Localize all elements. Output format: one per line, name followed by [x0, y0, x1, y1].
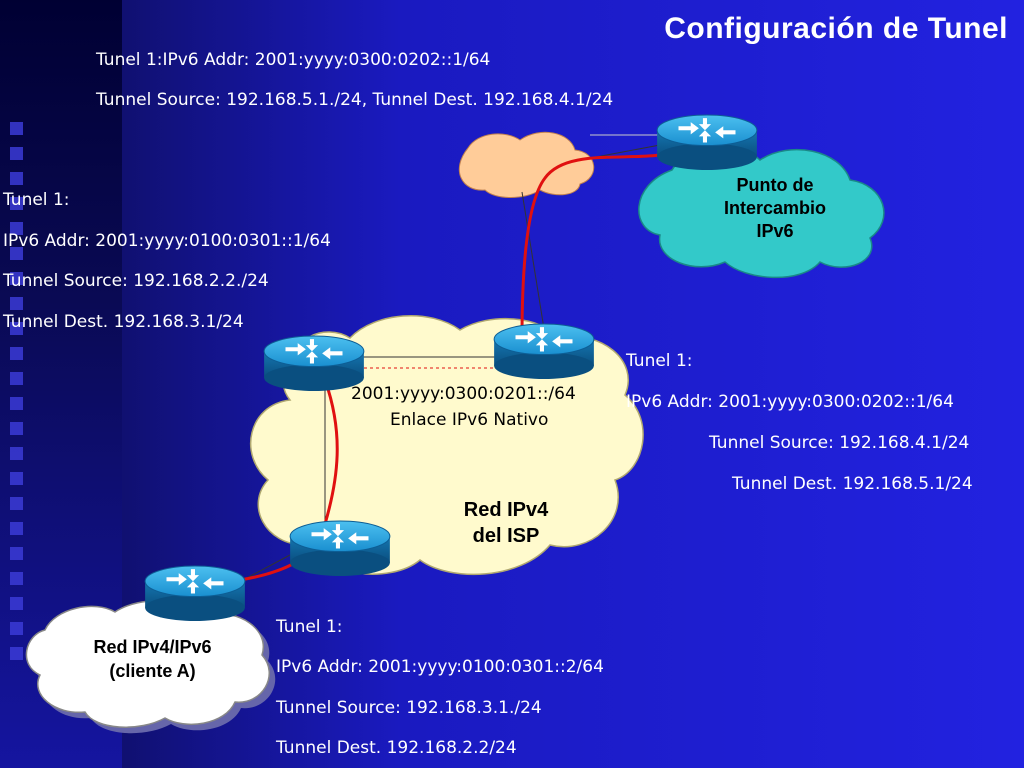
stripe-square — [10, 497, 23, 510]
left-info-line3: Tunnel Source: 192.168.2.2./24 — [3, 271, 269, 291]
stripe-square — [10, 372, 23, 385]
exchange-cloud — [638, 145, 885, 279]
top-info-line1: Tunel 1:IPv6 Addr: 2001:yyyy:0300:0202::… — [96, 50, 491, 70]
exchange-cloud-line3: IPv6 — [756, 221, 794, 241]
stripe-square — [10, 447, 23, 460]
stripe-square — [10, 597, 23, 610]
stripe-square — [10, 397, 23, 410]
left-info-line2: IPv6 Addr: 2001:yyyy:0100:0301::1/64 — [3, 231, 331, 251]
stripe-square — [10, 647, 23, 660]
isp-cloud-line2: del ISP — [472, 525, 540, 547]
stripe-square — [10, 222, 23, 235]
stripe-square — [10, 422, 23, 435]
stripe-square — [10, 297, 23, 310]
stripe-square — [10, 472, 23, 485]
router-icon — [656, 114, 758, 171]
stripe-square — [10, 197, 23, 210]
right-info-line3: Tunnel Source: 192.168.4.1/24 — [709, 433, 970, 453]
bottom-info-line1: Tunel 1: — [276, 617, 343, 637]
tunnel-line-exchange — [520, 153, 661, 339]
top-info-line2: Tunnel Source: 192.168.5.1./24, Tunnel D… — [96, 90, 614, 110]
stripe-square — [10, 172, 23, 185]
native-link-label: Enlace IPv6 Nativo — [390, 410, 549, 430]
router-icon — [144, 565, 246, 622]
stripe-square — [10, 572, 23, 585]
stripe-square — [10, 622, 23, 635]
isp-cloud-label: Red IPv4 del ISP — [446, 497, 566, 549]
router-icon — [289, 520, 391, 577]
stripe-square — [10, 247, 23, 260]
link-bottom-to-client — [242, 554, 291, 581]
right-info-line1: Tunel 1: — [626, 351, 693, 371]
isp-cloud-line1: Red IPv4 — [463, 499, 549, 521]
native-link-prefix: 2001:yyyy:0300:0201::/64 — [351, 384, 576, 404]
left-info-line1: Tunel 1: — [3, 190, 70, 210]
stripe-square — [10, 147, 23, 160]
stripe-square — [10, 322, 23, 335]
stripe-square — [10, 347, 23, 360]
exchange-cloud-line1: Punto de — [736, 175, 814, 195]
exchange-cloud-line2: Intercambio — [723, 198, 827, 218]
client-cloud-line1: Red IPv4/IPv6 — [93, 637, 212, 657]
exchange-cloud-label: Punto de Intercambio IPv6 — [700, 174, 850, 243]
bottom-info-line3: Tunnel Source: 192.168.3.1./24 — [276, 698, 542, 718]
client-cloud-label: Red IPv4/IPv6 (cliente A) — [70, 635, 235, 683]
stripe-square — [10, 122, 23, 135]
left-info-line4: Tunnel Dest. 192.168.3.1/24 — [3, 312, 244, 332]
internet-cloud — [458, 131, 595, 198]
stripe-square — [10, 272, 23, 285]
bottom-info-line2: IPv6 Addr: 2001:yyyy:0100:0301::2/64 — [276, 657, 604, 677]
router-icon — [493, 323, 595, 380]
client-cloud-line2: (cliente A) — [109, 661, 196, 681]
bottom-info-line4: Tunnel Dest. 192.168.2.2/24 — [276, 738, 517, 758]
stripe-square — [10, 547, 23, 560]
link-right-to-internet — [521, 191, 546, 336]
client-cloud — [25, 599, 270, 728]
slide-title: Configuración de Tunel — [664, 12, 1008, 45]
stripe-square — [10, 522, 23, 535]
router-icon — [263, 335, 365, 392]
right-info-line2: IPv6 Addr: 2001:yyyy:0300:0202::1/64 — [626, 392, 954, 412]
right-info-line4: Tunnel Dest. 192.168.5.1/24 — [732, 474, 973, 494]
